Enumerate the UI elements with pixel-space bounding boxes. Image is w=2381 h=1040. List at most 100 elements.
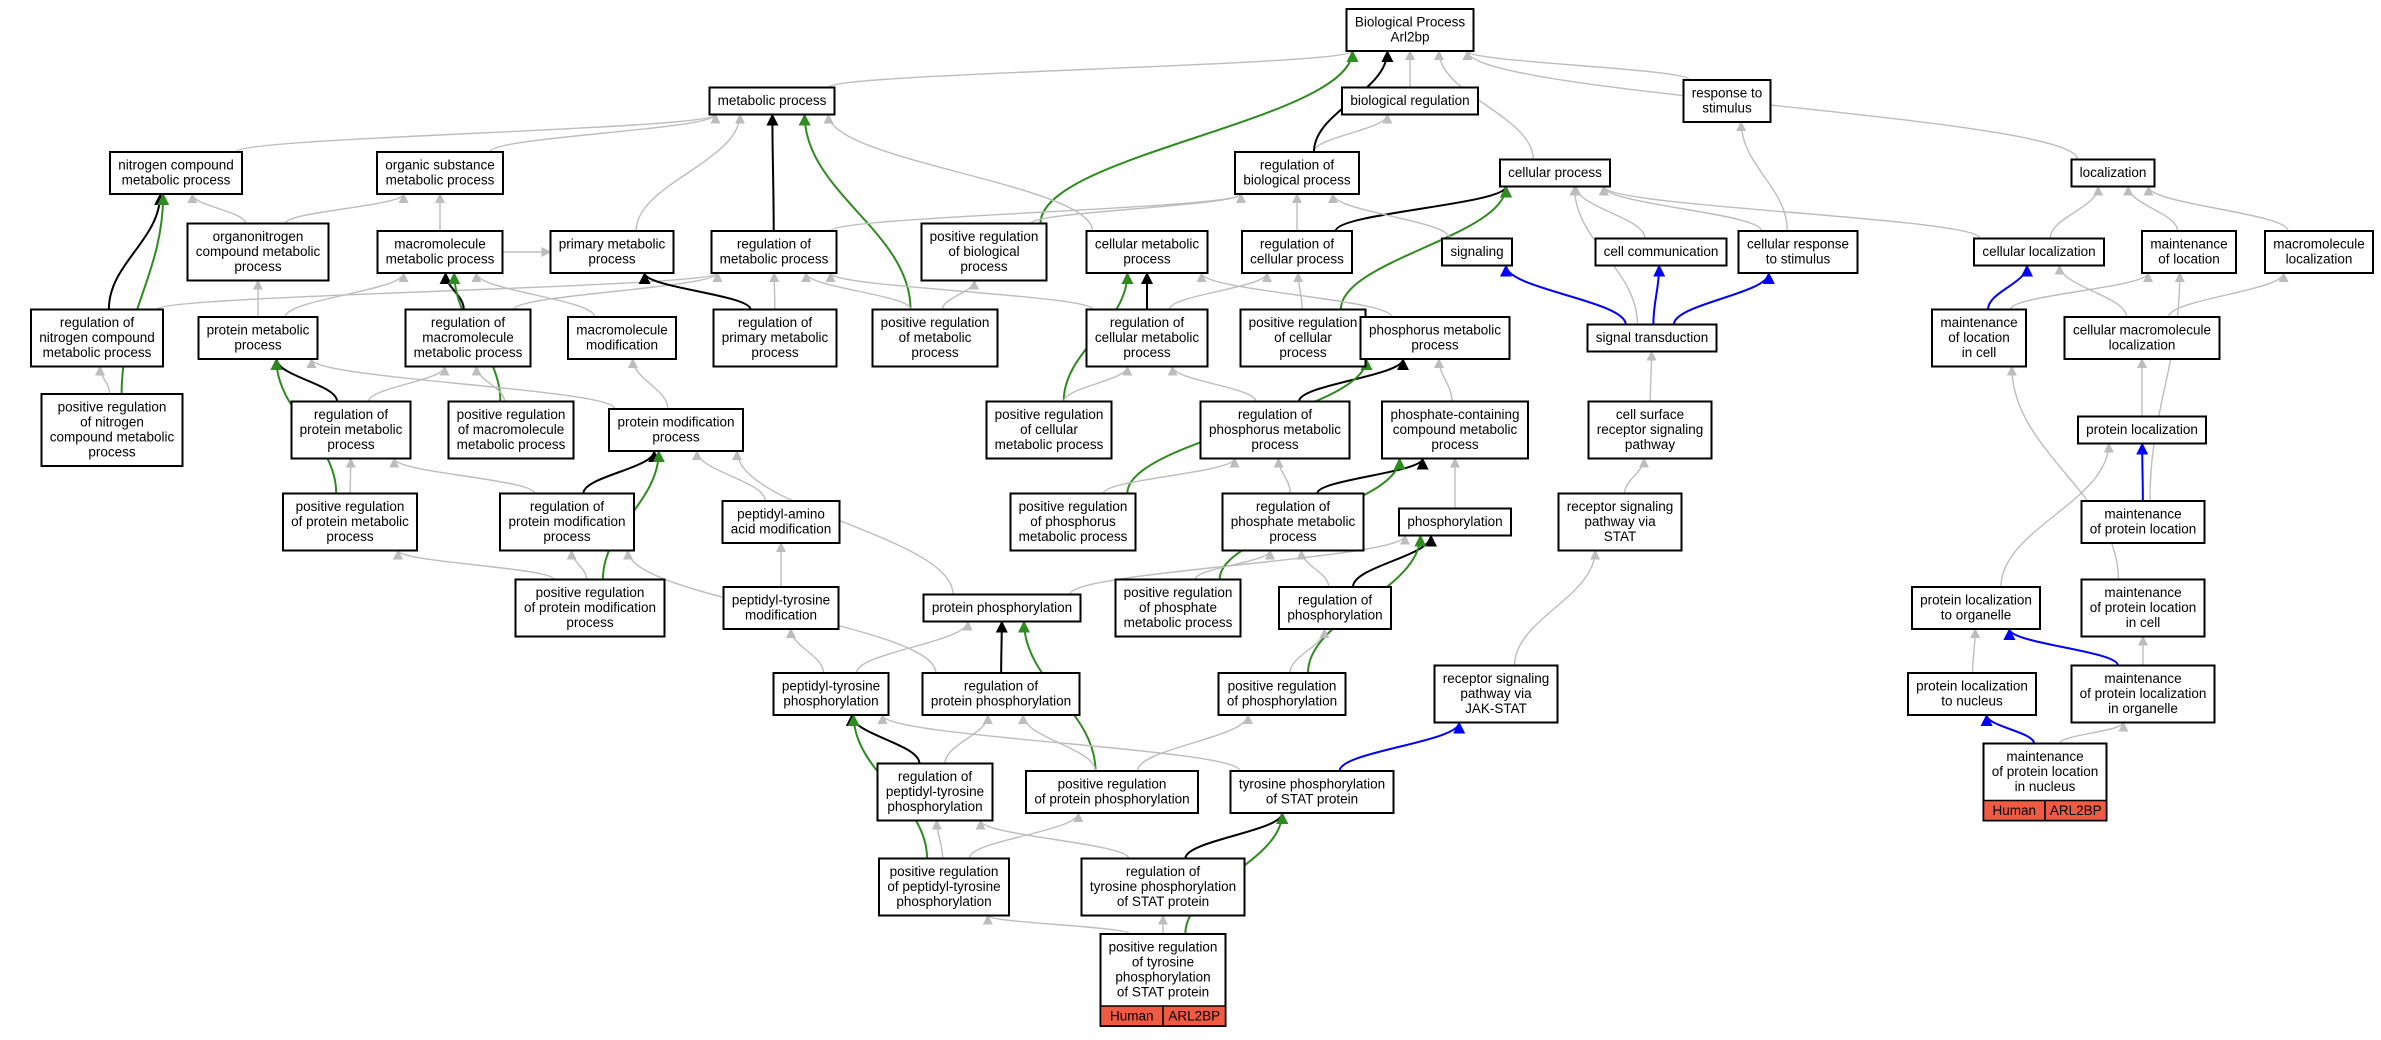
node-label-line: organic substance (385, 158, 495, 173)
go-term-node-signaling[interactable]: signaling (1441, 237, 1513, 267)
node-box (1587, 400, 1713, 460)
go-term-node-cellular[interactable]: cellular process (1499, 158, 1611, 188)
node-label-line: maintenance (2104, 585, 2181, 600)
edge-is-a (1736, 121, 1789, 232)
edge-is-a (471, 365, 506, 402)
node-box (1085, 308, 1209, 368)
node-label-line: phosphorylation (1407, 514, 1502, 529)
go-term-node-reg-pep-tyr[interactable]: regulation ofpeptidyl-tyrosinephosphoryl… (876, 762, 994, 822)
node-label-line: of biological (948, 244, 1019, 259)
node-label-line: phosphorylation (887, 799, 982, 814)
go-term-node-cell-loc[interactable]: cellular localization (1973, 237, 2105, 267)
node-label-line: regulation of (738, 315, 813, 330)
node-label-line: phosphate-containing (1390, 407, 1519, 422)
node-label-line: positive regulation (1228, 679, 1337, 694)
go-term-node-localization[interactable]: localization (2070, 158, 2156, 188)
node-label-line: positive regulation (1019, 499, 1128, 514)
go-term-node-cell-comm[interactable]: cell communication (1594, 237, 1728, 267)
node-label-line: protein phosphorylation (931, 694, 1071, 709)
node-label-line: phosphorylation (896, 894, 991, 909)
gene-badge-cell (2044, 799, 2108, 822)
node-label-line: tyrosine phosphorylation (1090, 879, 1236, 894)
go-term-node-prot-phos[interactable]: protein phosphorylation (922, 593, 1082, 623)
go-term-node-metabolic[interactable]: metabolic process (708, 86, 836, 116)
go-term-node-sig-trans[interactable]: signal transduction (1586, 323, 1718, 353)
edge-part-of (1352, 534, 1437, 588)
edge-is-a (1598, 185, 1763, 232)
edge-is-a (2167, 272, 2289, 318)
node-label-line: of STAT protein (1266, 792, 1358, 807)
node-box (1025, 770, 1199, 814)
node-label-line: protein metabolic (300, 422, 403, 437)
node-box (1199, 400, 1351, 460)
node-label-line: cell communication (1604, 244, 1719, 259)
go-term-node-bioreg[interactable]: biological regulation (1341, 86, 1479, 116)
node-label-line: process (566, 615, 614, 630)
go-term-node-prot-loc[interactable]: protein localization (2077, 415, 2207, 445)
node-box (1114, 578, 1242, 638)
go-term-node-phosphorylation[interactable]: phosphorylation (1398, 507, 1512, 537)
node-label-line: protein localization (2086, 422, 2198, 437)
node-label-line: maintenance (2006, 749, 2083, 764)
